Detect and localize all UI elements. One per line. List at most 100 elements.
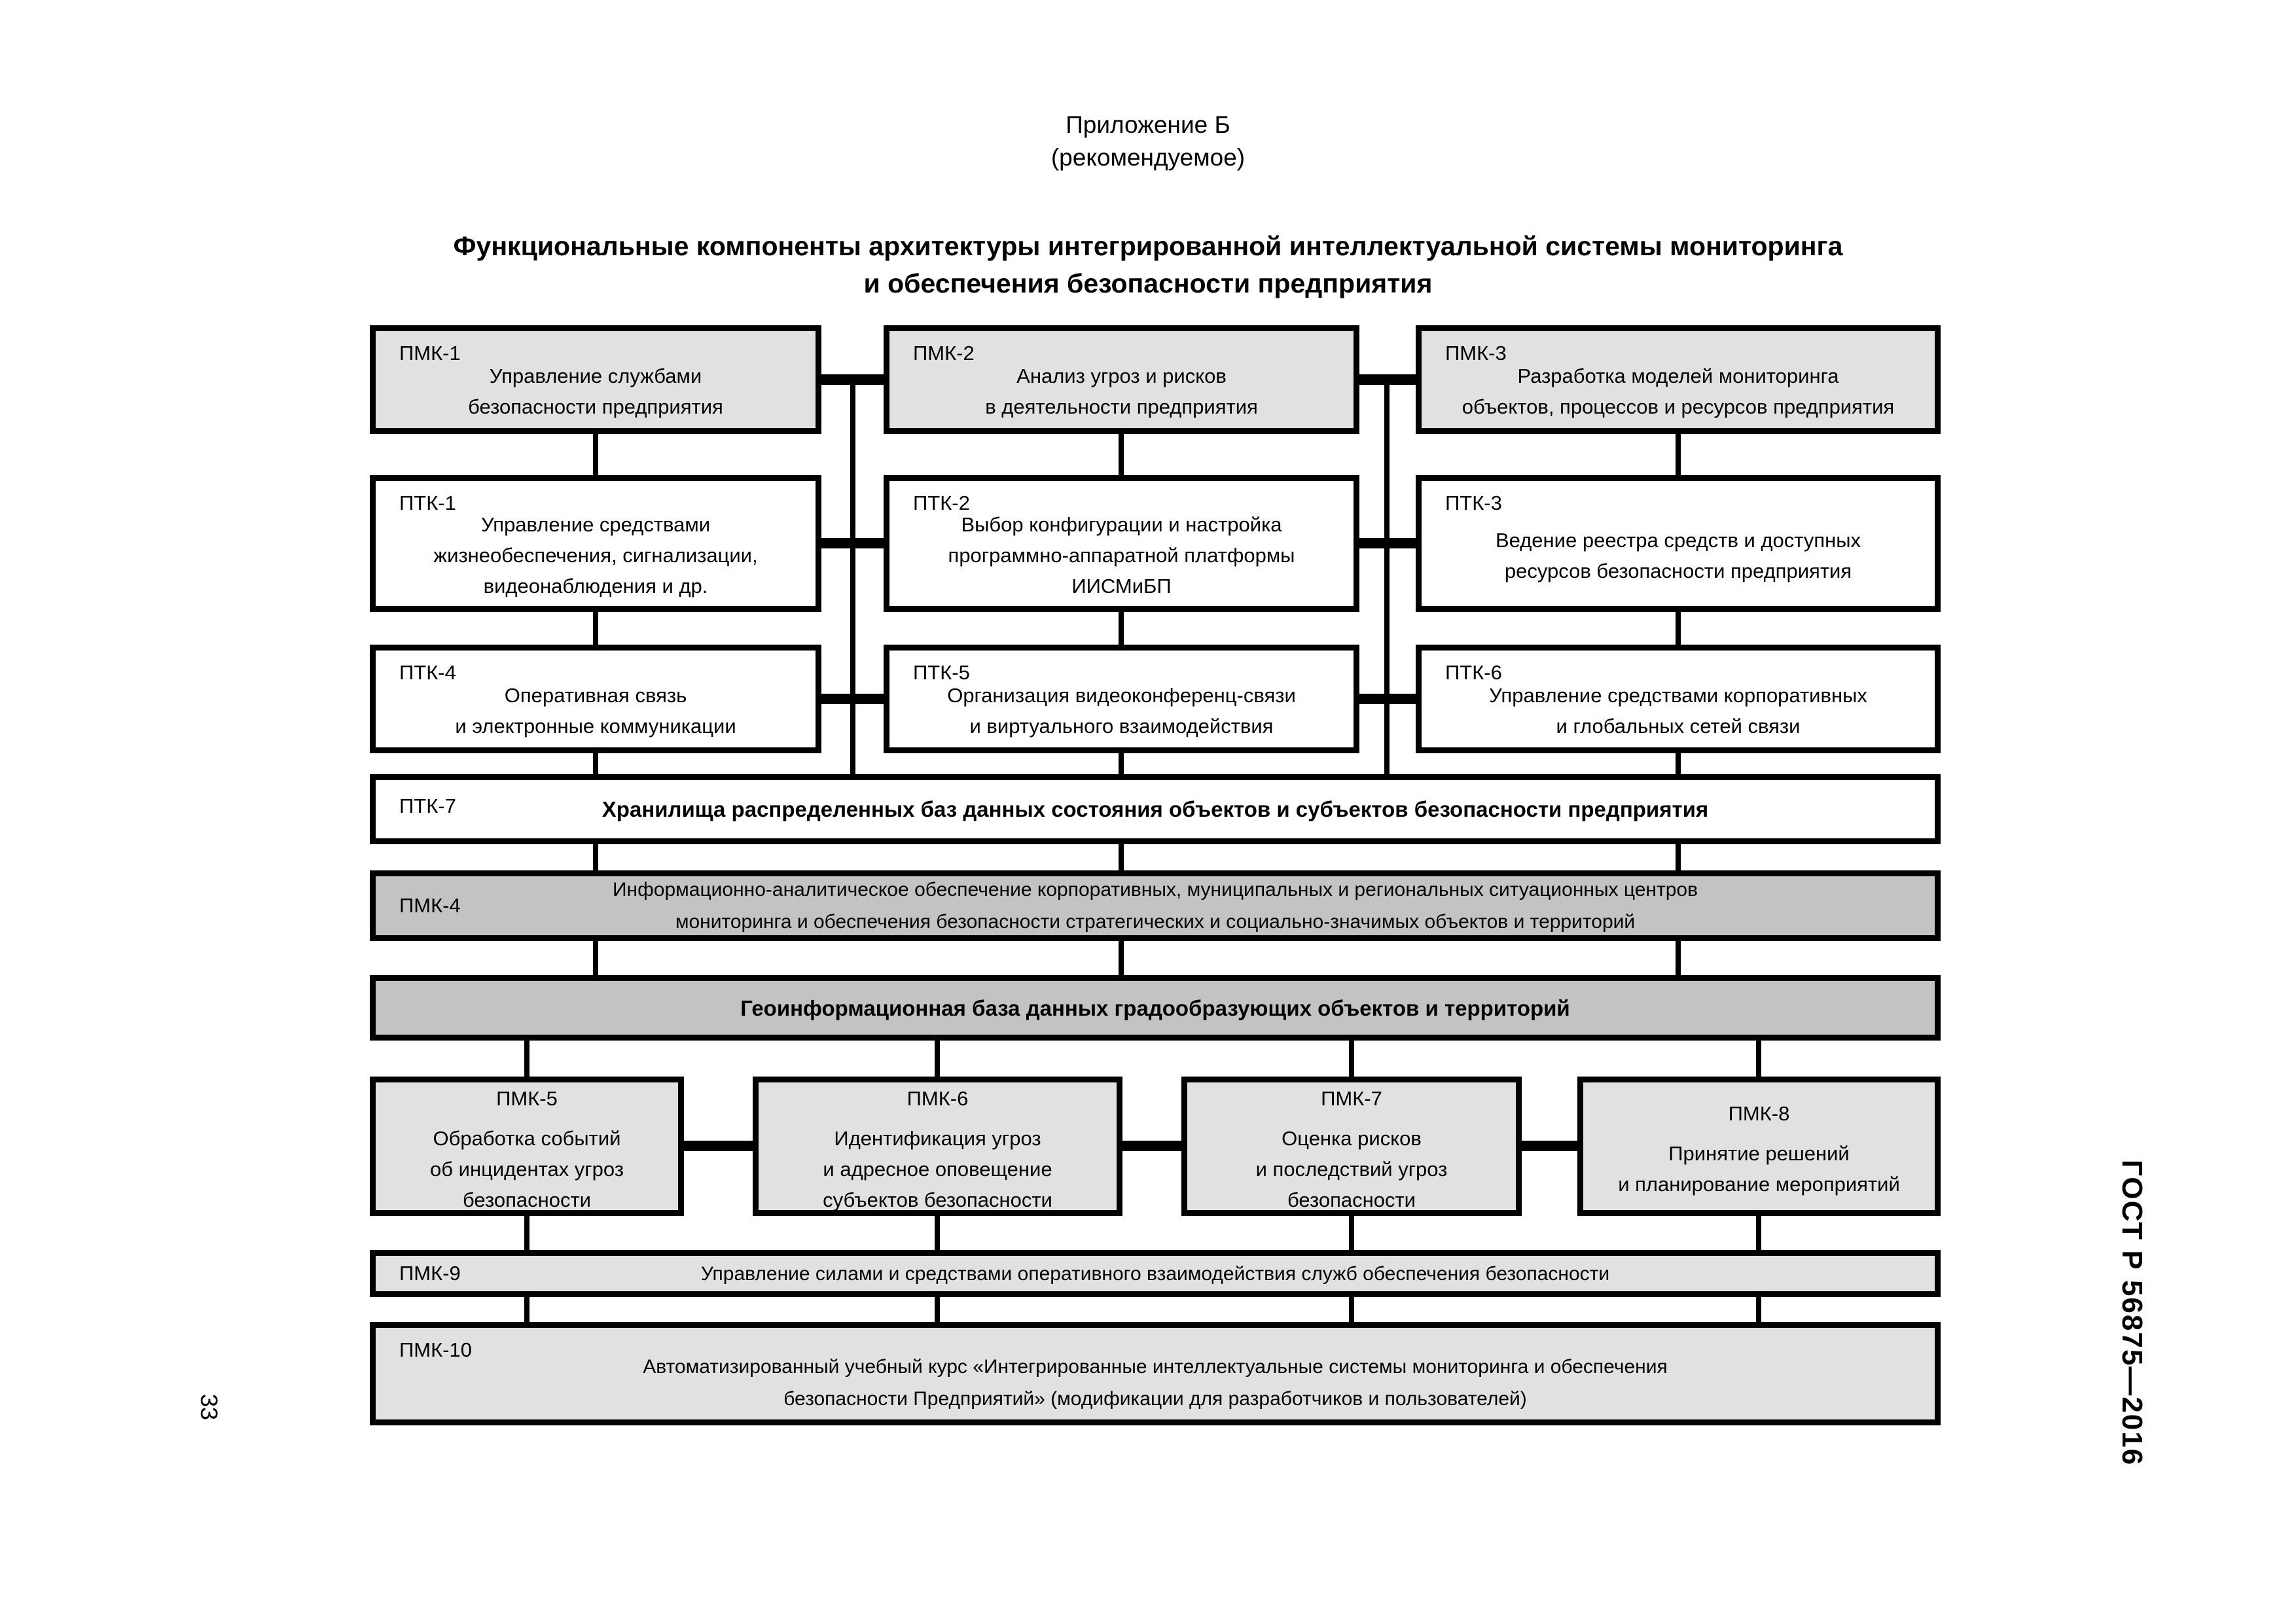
box-pmk-7: ПМК-7 Оценка рисков и последствий угроз … [1181, 1077, 1522, 1216]
box-pmk-10: ПМК-10 Автоматизированный учебный курс «… [370, 1322, 1941, 1425]
connector-line [593, 842, 598, 873]
connector-line [524, 1038, 529, 1079]
box-pmk-3: ПМК-3 Разработка моделей мониторинга объ… [1416, 325, 1941, 434]
box-code-label: ПТК-2 [913, 491, 970, 514]
box-text-line: ИИСМиБП [1071, 575, 1172, 597]
box-ptk-2: ПТК-2 Выбор конфигурации и настройка про… [884, 475, 1359, 612]
connector-line [524, 1213, 529, 1253]
appendix-heading: Приложение Б (рекомендуемое) [0, 109, 2296, 174]
box-text-line: Управление средствами [480, 513, 711, 536]
box-ptk-4: ПТК-4 Оперативная связь и электронные ко… [370, 645, 821, 753]
connector-line [1756, 1294, 1761, 1325]
connector-line [1349, 1294, 1354, 1325]
box-code-label: ПМК-6 [906, 1086, 969, 1110]
box-code-label: ПМК-4 [399, 894, 461, 917]
box-text-line: видеонаблюдения и др. [483, 575, 708, 597]
box-ptk-3: ПТК-3 Ведение реестра средств и доступны… [1416, 475, 1941, 612]
box-text-line: и виртуального взаимодействия [969, 715, 1274, 738]
box-code-label: ПМК-9 [399, 1262, 461, 1285]
box-code-label: ПМК-1 [399, 342, 461, 365]
box-code-label: ПТК-1 [399, 491, 456, 514]
box-text-line: и последствий угроз [1255, 1157, 1448, 1181]
connector-line [593, 938, 598, 978]
box-text-line: объектов, процессов и ресурсов предприят… [1462, 395, 1895, 418]
connector-line [1676, 608, 1681, 647]
box-code-label: ПМК-3 [1445, 342, 1507, 365]
box-text-line: безопасности [463, 1188, 591, 1211]
box-text-line: Оперативная связь [504, 684, 687, 707]
connector-line [593, 608, 598, 647]
connector-line [935, 1038, 940, 1079]
box-ptk-1: ПТК-1 Управление средствами жизнеобеспеч… [370, 475, 821, 612]
connector-line [593, 431, 598, 478]
diagram-title-line: Функциональные компоненты архитектуры ин… [453, 231, 1843, 261]
connector-line [1756, 1213, 1761, 1253]
connector-line [1676, 842, 1681, 873]
connector-line [1676, 750, 1681, 777]
appendix-label: Приложение Б [1066, 111, 1230, 138]
box-text-line: Управление средствами корпоративных [1489, 684, 1867, 707]
diagram-title-line: и обеспечения безопасности предприятия [863, 268, 1433, 298]
box-text-line: Информационно-аналитическое обеспечение … [612, 879, 1698, 901]
diagram-title: Функциональные компоненты архитектуры ин… [0, 228, 2296, 302]
box-text-line: Геоинформационная база данных градообраз… [740, 995, 1570, 1020]
box-ptk-6: ПТК-6 Управление средствами корпоративны… [1416, 645, 1941, 753]
connector-line [1349, 1213, 1354, 1253]
box-pmk-5: ПМК-5 Обработка событий об инцидентах уг… [370, 1077, 684, 1216]
box-text-line: и планирование мероприятий [1618, 1173, 1900, 1196]
box-text-line: Хранилища распределенных баз данных сост… [601, 797, 1709, 821]
box-text-line: Обработка событий [433, 1126, 621, 1150]
box-text-line: Организация видеоконференц-связи [947, 684, 1296, 707]
connector-line [524, 1294, 529, 1325]
box-text-line: субъектов безопасности [823, 1188, 1052, 1211]
box-text-line: программно-аппаратной платформы [948, 544, 1295, 567]
connector-line [1119, 938, 1124, 978]
connector-line [1119, 608, 1124, 647]
box-ptk-5: ПТК-5 Организация видеоконференц-связи и… [884, 645, 1359, 753]
box-text-line: Анализ угроз и рисков [1016, 365, 1227, 387]
connector-line [935, 1213, 940, 1253]
box-pmk-4: ПМК-4 Информационно-аналитическое обеспе… [370, 870, 1941, 941]
connector-line [1676, 431, 1681, 478]
box-text-line: безопасности предприятия [468, 395, 723, 418]
box-text-line: Принятие решений [1668, 1142, 1850, 1165]
box-text-line: ресурсов безопасности предприятия [1504, 559, 1852, 582]
box-code-label: ПТК-3 [1445, 491, 1502, 514]
connector-line [1517, 1141, 1580, 1151]
box-pmk-6: ПМК-6 Идентификация угроз и адресное опо… [753, 1077, 1122, 1216]
box-text-line: и адресное оповещение [823, 1157, 1052, 1181]
box-text-line: безопасности [1287, 1188, 1416, 1211]
box-text-line: Выбор конфигурации и настройка [961, 513, 1282, 536]
box-code-label: ПМК-8 [1728, 1102, 1790, 1125]
box-text-line: и электронные коммуникации [455, 715, 736, 738]
connector-line [681, 1141, 755, 1151]
box-code-label: ПМК-2 [913, 342, 975, 365]
connector-line [1756, 1038, 1761, 1079]
box-code-label: ПТК-7 [399, 794, 456, 817]
box-ptk-7: ПТК-7 Хранилища распределенных баз данны… [370, 774, 1941, 844]
box-text-line: в деятельности предприятия [985, 395, 1258, 418]
connector-line [1119, 750, 1124, 777]
connector-line [1384, 374, 1390, 777]
box-text-line: Ведение реестра средств и доступных [1495, 528, 1861, 552]
connector-line [1676, 938, 1681, 978]
connector-line [850, 374, 855, 777]
appendix-note: (рекомендуемое) [1050, 144, 1246, 171]
box-text-line: мониторинга и обеспечения безопасности с… [675, 911, 1636, 933]
box-code-label: ПТК-6 [1445, 661, 1502, 684]
box-code-label: ПТК-4 [399, 661, 456, 684]
connector-line [935, 1294, 940, 1325]
connector-line [1119, 842, 1124, 873]
box-code-label: ПМК-7 [1321, 1086, 1382, 1110]
box-text-line: и глобальных сетей связи [1556, 715, 1801, 738]
box-text-line: Идентификация угроз [834, 1126, 1041, 1150]
box-text-line: Разработка моделей мониторинга [1517, 365, 1839, 387]
page-number: 33 [196, 1394, 223, 1421]
box-text-line: Управление службами [489, 365, 702, 387]
box-text-line: Управление силами и средствами оперативн… [700, 1262, 1610, 1285]
box-pmk-9: ПМК-9 Управление силами и средствами опе… [370, 1250, 1941, 1297]
box-code-label: ПМК-10 [399, 1338, 472, 1361]
connector-line [1119, 431, 1124, 478]
box-text-line: безопасности Предприятий» (модификации д… [783, 1388, 1527, 1410]
